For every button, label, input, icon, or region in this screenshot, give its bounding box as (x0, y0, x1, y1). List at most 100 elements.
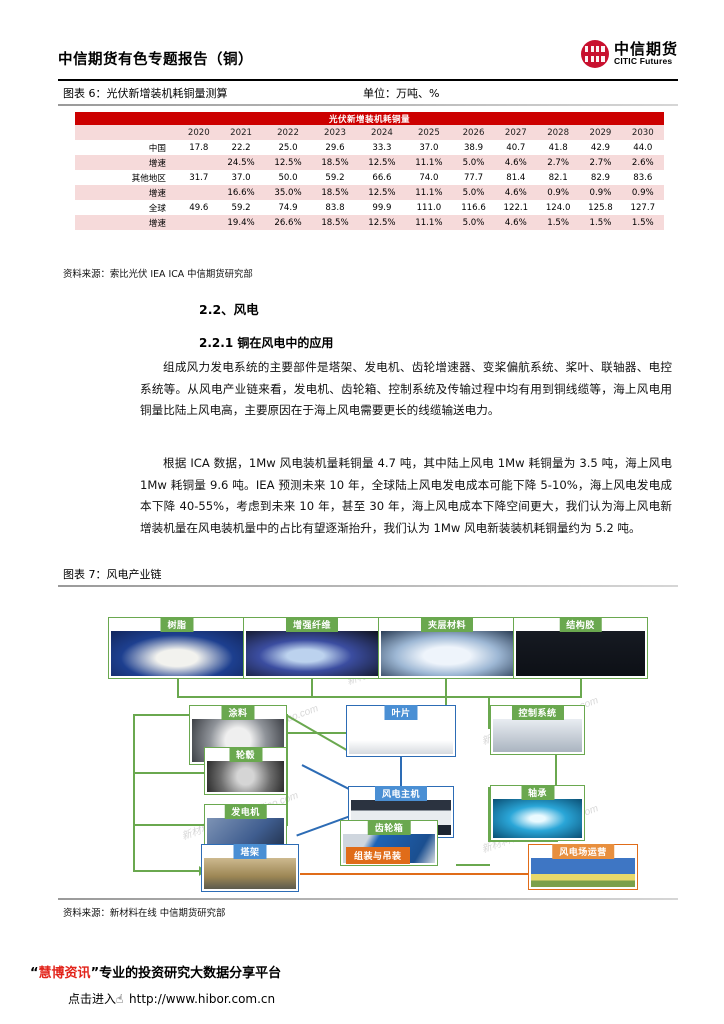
edge-spine-to-hub (133, 772, 205, 774)
table-cell: 11.1% (405, 155, 453, 170)
table-cell: 5.0% (452, 185, 495, 200)
table-column-header: 2028 (537, 125, 580, 140)
footer-link-row[interactable]: 点击进入☝http://www.hibor.com.cn (68, 990, 690, 1007)
table-cell: 18.5% (311, 185, 359, 200)
table-column-header: 2030 (621, 125, 664, 140)
table-cell: 1.5% (621, 215, 664, 230)
table-cell: 16.6% (217, 185, 265, 200)
exhibit7-caption: 图表 7：风电产业链 (63, 568, 162, 581)
table-row-label: 增速 (75, 215, 180, 230)
edge-spine-to-generator (133, 824, 205, 826)
table-cell: 49.6 (180, 200, 218, 215)
edge-spine-to-tower (133, 870, 201, 872)
table-cell: 0.9% (537, 185, 580, 200)
table-cell: 12.5% (358, 215, 406, 230)
table-cell: 4.6% (494, 185, 537, 200)
edge-core-down (445, 679, 447, 707)
node-image-bearing (493, 799, 582, 838)
table-cell: 0.9% (621, 185, 664, 200)
edge-spine-to-coating (133, 714, 191, 716)
table-cell: 1.5% (579, 215, 622, 230)
table-cell: 50.0 (264, 170, 312, 185)
table-cell: 37.0 (217, 170, 265, 185)
paragraph-wind-components: 组成风力发电系统的主要部件是塔架、发电机、齿轮增速器、变桨偏航系统、桨叶、联轴器… (140, 360, 672, 417)
node-label-hub: 轮毂 (228, 747, 263, 762)
node-bearing: 轴承 (490, 785, 585, 841)
exhibit6-caption-bar: 图表 6：光伏新增装机耗铜量测算 单位：万吨、% (63, 85, 678, 102)
node-label-adhesive: 结构胶 (559, 617, 602, 632)
exhibit7-divider-top (58, 585, 678, 587)
table-cell: 11.1% (405, 185, 453, 200)
table-cell: 25.0 (264, 140, 312, 155)
table-cell (180, 185, 218, 200)
node-image-adhesive (516, 631, 645, 676)
exhibit7-divider-bottom (58, 898, 678, 900)
footer-url[interactable]: http://www.hibor.com.cn (129, 992, 276, 1006)
paragraph-ica-data: 根据 ICA 数据，1Mw 风电装机量耗铜量 4.7 吨，其中陆上风电 1Mw … (140, 456, 672, 535)
table-cell: 2.6% (621, 155, 664, 170)
table-cell: 44.0 (621, 140, 664, 155)
node-label-control-system: 控制系统 (511, 705, 564, 720)
exhibit6-source: 资料来源：索比光伏 IEA ICA 中信期货研究部 (63, 269, 253, 280)
logo-text-en: CITIC Futures (613, 56, 673, 67)
node-label-fiber: 增强纤维 (285, 617, 339, 632)
table-cell: 40.7 (494, 140, 537, 155)
table-column-header: 2024 (358, 125, 406, 140)
edge-tower-farm (300, 873, 538, 875)
node-label-coating: 涂料 (221, 705, 255, 720)
table-cell: 0.9% (579, 185, 622, 200)
table-row-label: 全球 (75, 200, 180, 215)
table-cell (180, 215, 218, 230)
node-label-bearing: 轴承 (520, 785, 555, 800)
page-footer: “慧博资讯”专业的投资研究大数据分享平台 点击进入☝http://www.hib… (30, 962, 690, 1007)
exhibit6-caption: 图表 6：光伏新增装机耗铜量测算 (63, 87, 228, 100)
report-title: 中信期货有色专题报告（铜） (58, 52, 253, 68)
table-cell: 33.3 (358, 140, 406, 155)
node-control-system: 控制系统 (490, 705, 585, 755)
node-image-control-system (493, 719, 582, 752)
node-label-generator: 发电机 (224, 804, 267, 819)
table-row-label: 增速 (75, 185, 180, 200)
table-cell: 12.5% (264, 155, 312, 170)
table-cell: 74.0 (405, 170, 453, 185)
table-cell: 35.0% (264, 185, 312, 200)
node-fiber: 增强纤维 (243, 617, 381, 679)
label-assembly-lifting: 组装与吊装 (346, 847, 410, 864)
edge-left-spine (133, 714, 135, 872)
table-cell: 81.4 (494, 170, 537, 185)
edge-rail-foot (286, 824, 288, 826)
citic-futures-logo: 中信期货 CITIC Futures (580, 40, 678, 68)
table-cell: 26.6% (264, 215, 312, 230)
page-header: 中信期货有色专题报告（铜） 中信期货 CITIC Futures (58, 40, 678, 82)
table-column-header: 2029 (579, 125, 622, 140)
edge-coating-blade (286, 732, 364, 734)
table-cell: 24.5% (217, 155, 265, 170)
table-cell: 4.6% (494, 215, 537, 230)
node-label-gearbox: 齿轮箱 (367, 820, 411, 835)
quote-open: “ (30, 966, 39, 981)
table-cell: 12.5% (358, 155, 406, 170)
node-label-tower: 塔架 (233, 844, 267, 859)
edge-blade-main (400, 755, 402, 788)
header-divider (58, 79, 678, 81)
table-cell: 2.7% (579, 155, 622, 170)
table-cell: 31.7 (180, 170, 218, 185)
node-image-blade (349, 719, 453, 754)
table-column-header: 2020 (180, 125, 218, 140)
table-cell: 77.7 (452, 170, 495, 185)
table-cell: 38.9 (452, 140, 495, 155)
section-heading-2-2-1: 2.2.1 铜在风电中的应用 (199, 336, 334, 350)
table-cell: 66.6 (358, 170, 406, 185)
table-cell: 22.2 (217, 140, 265, 155)
table-cell: 29.6 (311, 140, 359, 155)
table-cell: 59.2 (311, 170, 359, 185)
table-cell: 111.0 (405, 200, 453, 215)
table-cell: 17.8 (180, 140, 218, 155)
table-cell: 5.0% (452, 155, 495, 170)
